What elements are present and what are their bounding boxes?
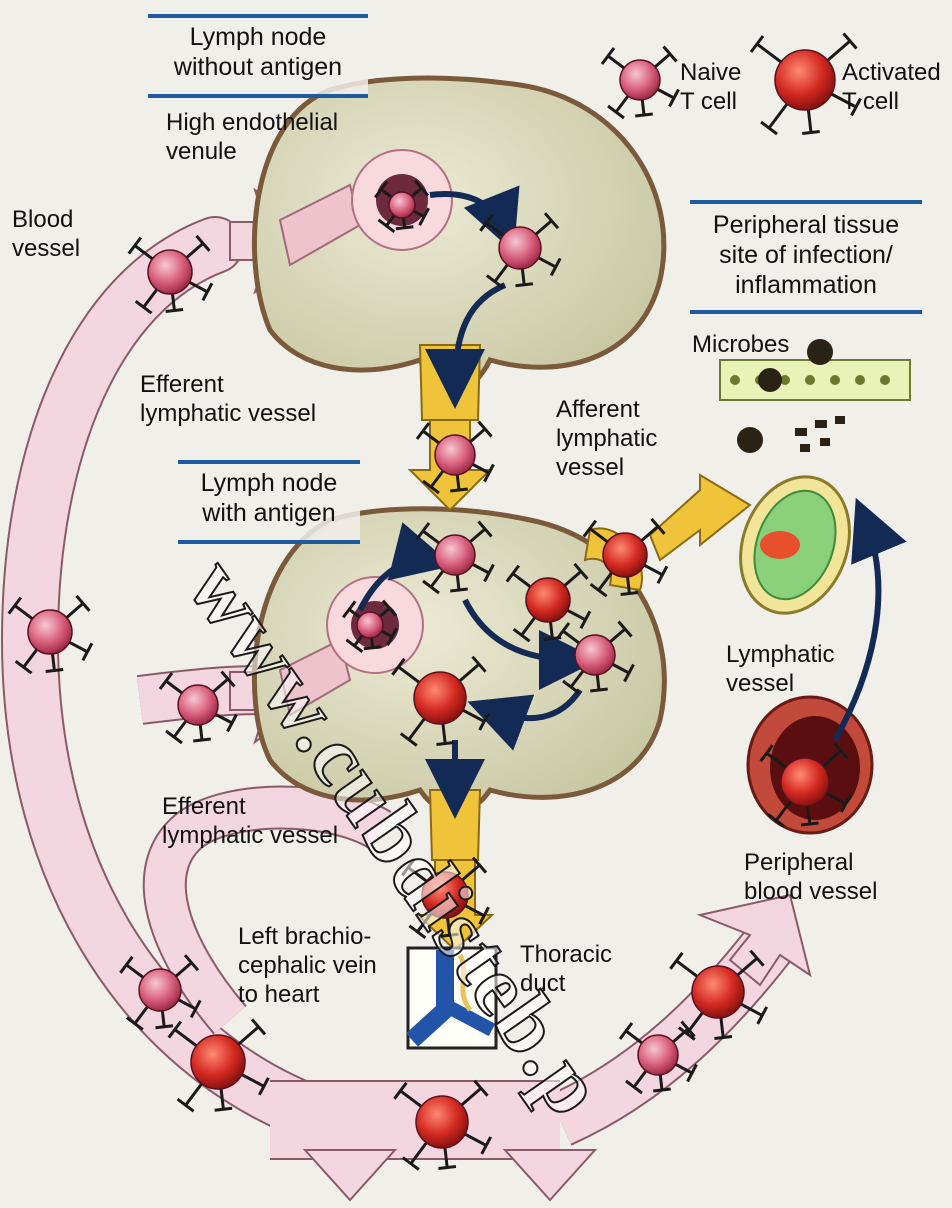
legend-naive-label: Naive T cell [680,58,741,116]
lymphatic-vessel-periphery [722,461,868,628]
label-left-brachiocephalic: Left brachio- cephalic vein to heart [238,922,377,1009]
title-node-with-antigen: Lymph node with antigen [178,460,360,544]
label-blood-vessel: Blood vessel [12,205,80,263]
label-peripheral-blood-vessel: Peripheral blood vessel [744,848,877,906]
efferent-lymphatic-1 [410,345,490,510]
afferent-lymphatic-vessel [585,475,750,590]
legend-naive-cell-icon [602,47,679,119]
label-hev: High endothelial venule [166,108,338,166]
title-node-without-antigen: Lymph node without antigen [148,14,368,98]
arrowhead-bottom-right [505,1150,595,1200]
label-microbes: Microbes [692,330,789,359]
label-afferent: Afferent lymphatic vessel [556,395,657,482]
label-efferent-1: Efferent lymphatic vessel [140,370,316,428]
title-peripheral-site: Peripheral tissue site of infection/ inf… [690,200,922,314]
label-lymphatic-vessel: Lymphatic vessel [726,640,835,698]
legend-activated-label: Activated T cell [842,58,941,116]
arrowhead-bottom-left [305,1150,395,1200]
